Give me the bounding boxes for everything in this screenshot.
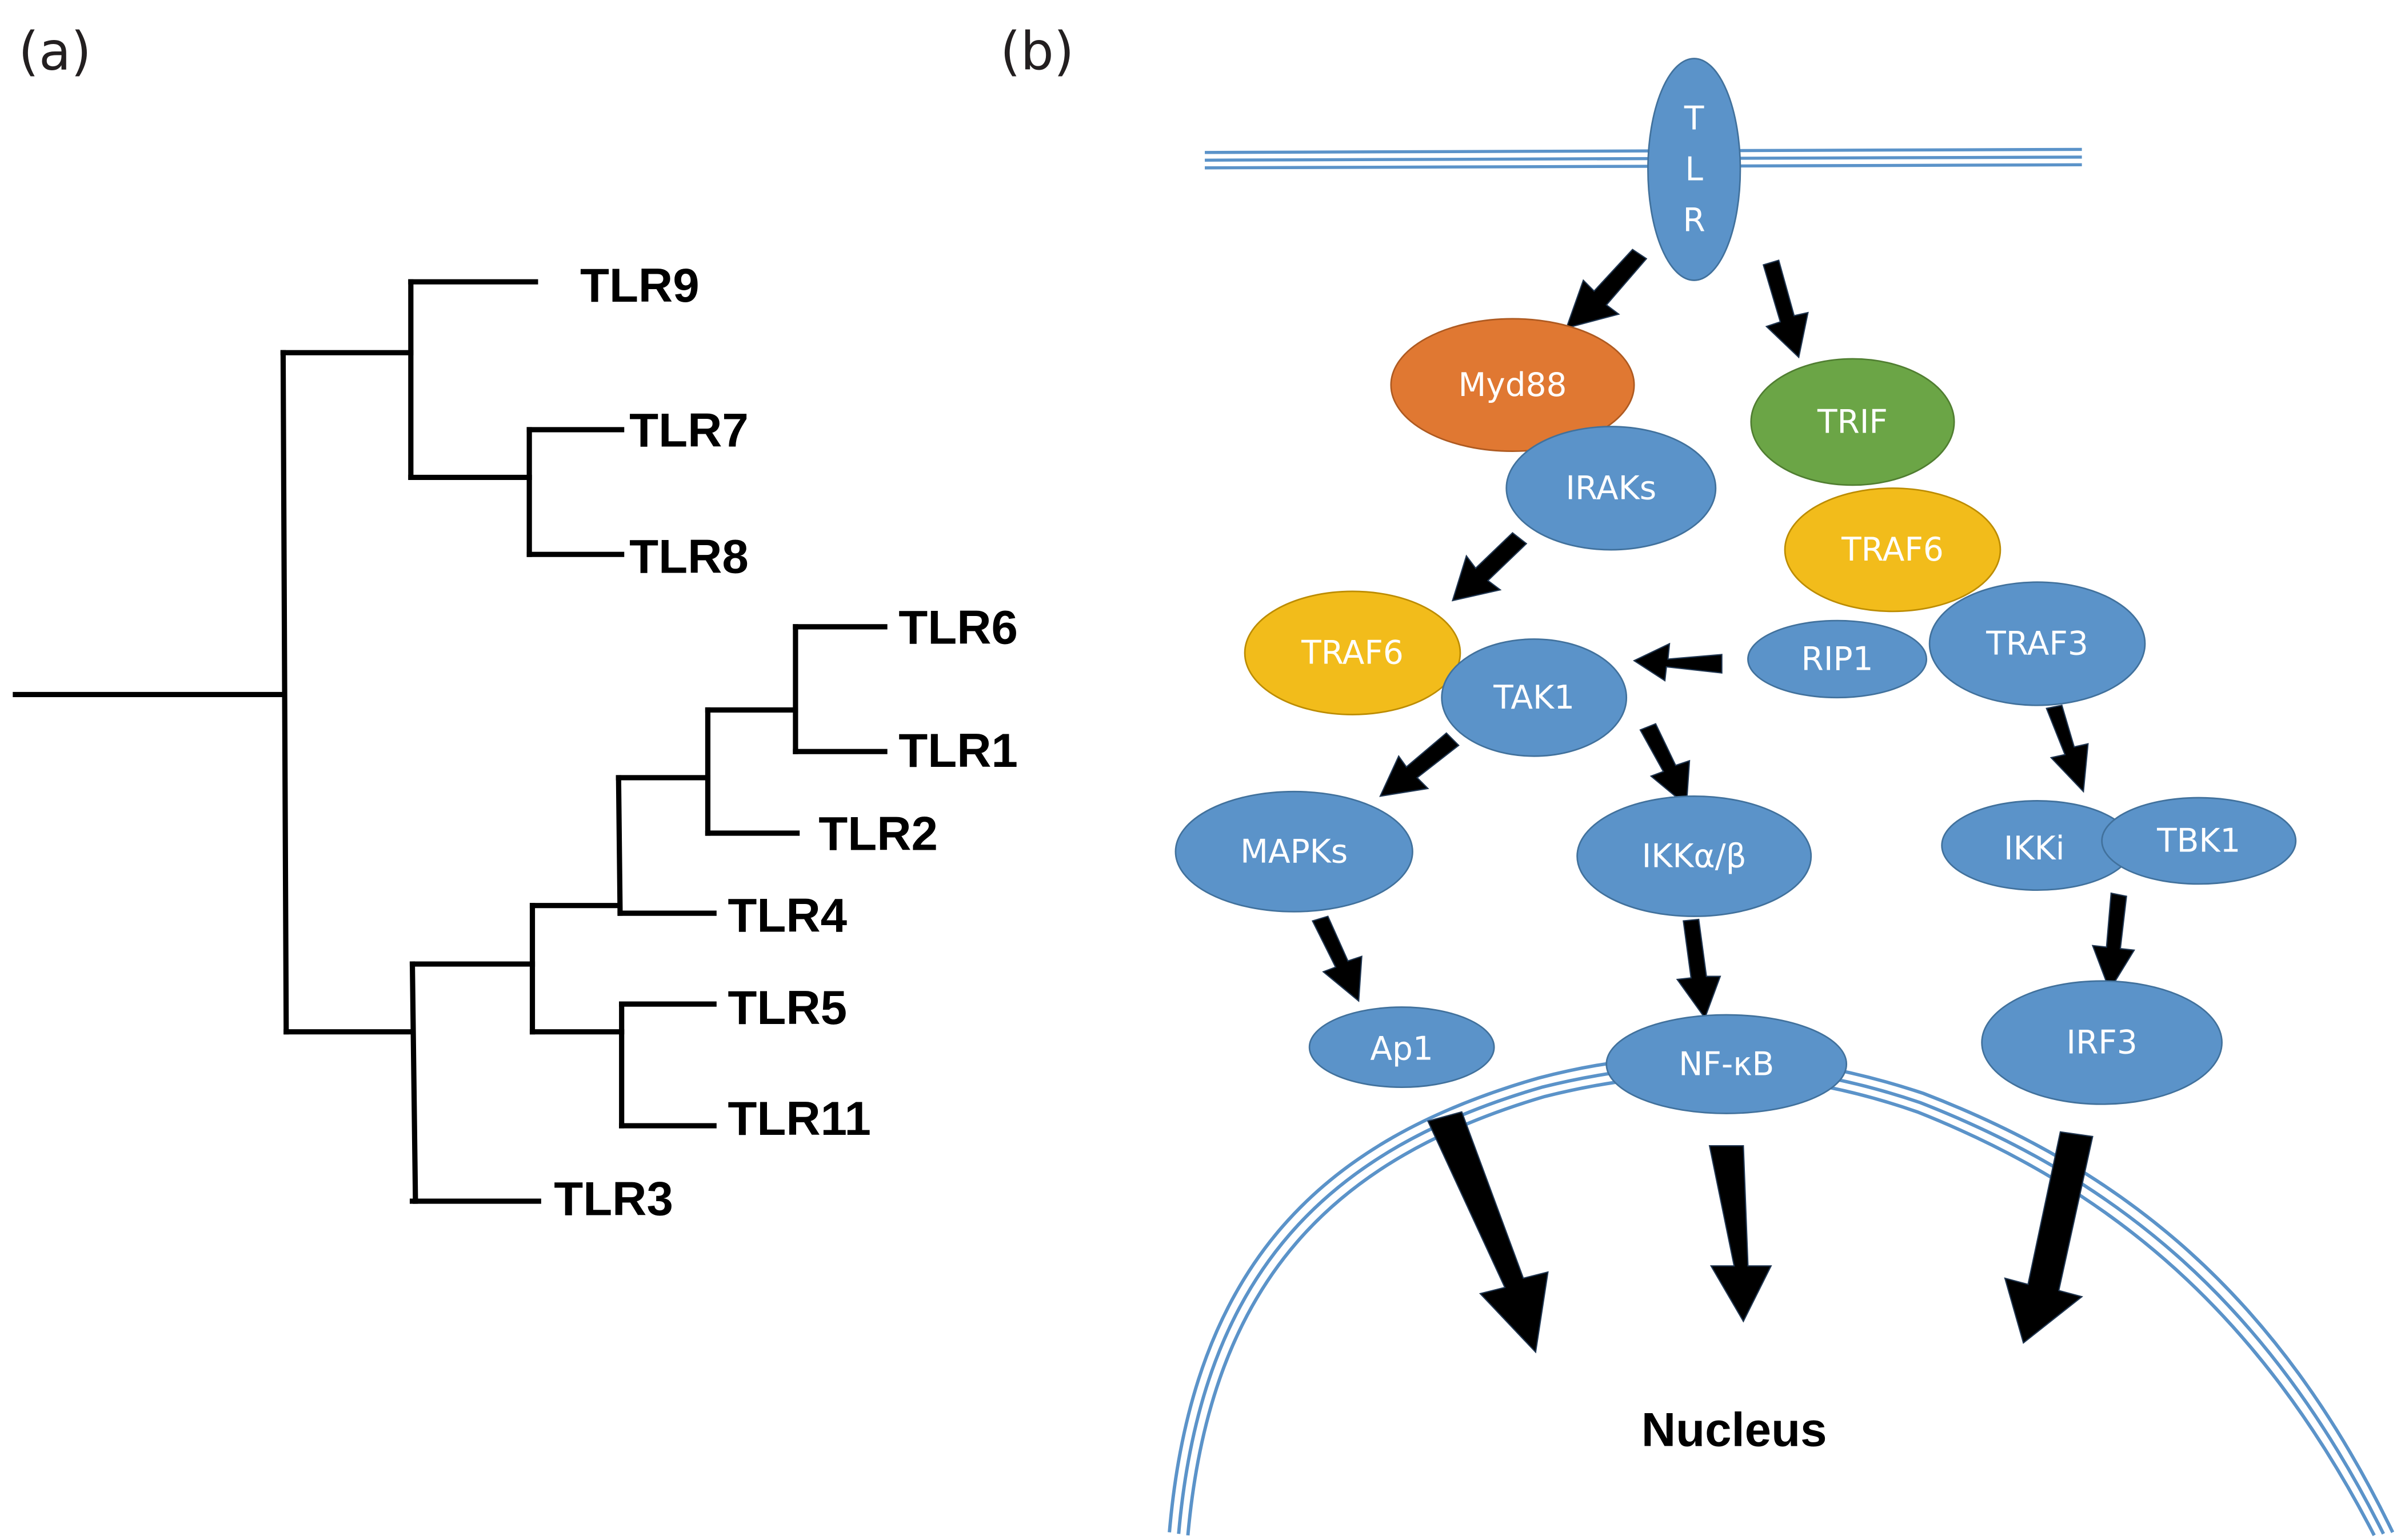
nuclear-envelope — [1168, 1054, 2395, 1537]
node-traf3: TRAF3 — [1928, 581, 2146, 706]
leaf-label-tlr2: TLR2 — [818, 807, 938, 861]
node-label: IRAKs — [1565, 469, 1656, 507]
leaf-label-tlr7: TLR7 — [629, 403, 749, 457]
node-trif: TRIF — [1750, 358, 1955, 486]
arrow-iraks-to-traf6 — [1451, 532, 1528, 602]
leaf-label-tlr8: TLR8 — [629, 530, 749, 583]
arrow-rip1-to-tak1 — [1632, 642, 1723, 682]
node-label: RIP1 — [1801, 640, 1873, 678]
tlr-letter-l: L — [1685, 150, 1703, 188]
node-ap1: Ap1 — [1308, 1006, 1495, 1089]
arrows — [1311, 249, 2135, 1354]
node-label: NF-κB — [1679, 1045, 1774, 1083]
arrow-tak1-to-mapks — [1379, 732, 1460, 797]
node-label: IKKi — [2004, 830, 2065, 867]
node-myd88: Myd88 — [1390, 318, 1635, 452]
leaf-label-tlr6: TLR6 — [898, 600, 1018, 654]
leaf-label-tlr11: TLR11 — [728, 1091, 870, 1145]
arrow-tbk1-to-irf3 — [2091, 892, 2135, 992]
nucleus-label: Nucleus — [1641, 1403, 1827, 1457]
node-tlr: T L R — [1647, 58, 1741, 281]
arrow-traf3-to-ikki — [2046, 705, 2089, 793]
node-ikk-alpha-beta: IKKα/β — [1576, 795, 1812, 917]
node-label: TBK1 — [2156, 822, 2240, 859]
leaf-label-tlr9: TLR9 — [580, 258, 700, 312]
panel-label-a: (a) — [18, 21, 91, 82]
node-traf6-myd88-branch: TRAF6 — [1244, 590, 1461, 715]
tree-branch — [280, 350, 289, 1035]
tlr-letter-t: T — [1684, 99, 1704, 137]
node-label: Ap1 — [1370, 1030, 1433, 1067]
node-label: TRAF6 — [1301, 634, 1404, 672]
node-rip1: RIP1 — [1747, 619, 1928, 699]
node-label: TAK1 — [1493, 679, 1575, 717]
tlr-letter-r: R — [1683, 201, 1705, 239]
signaling-pathway: T L R Myd88 TRIF IRAKs TRAF6 TRAF6 RIP1 — [1168, 58, 2395, 1537]
node-label: MAPKs — [1240, 833, 1348, 870]
phylogenetic-tree: TLR9 TLR7 TLR8 TLR6 TLR1 TLR2 TLR4 TLR5 … — [13, 258, 1018, 1225]
leaf-label-tlr3: TLR3 — [554, 1171, 673, 1225]
arrow-irf3-to-nucleus — [2004, 1131, 2094, 1344]
node-label: TRAF3 — [1985, 625, 2088, 662]
arrow-ap1-to-nucleus — [1427, 1111, 1549, 1354]
node-mapks: MAPKs — [1174, 790, 1413, 913]
node-label: IKKα/β — [1642, 837, 1747, 875]
node-iraks: IRAKs — [1505, 426, 1717, 551]
node-nf-kappa-b: NF-κB — [1605, 1014, 1848, 1114]
node-label: IRF3 — [2066, 1023, 2137, 1061]
arrow-tlr-to-myd88 — [1565, 249, 1648, 329]
plasma-membrane — [1205, 147, 2082, 170]
arrow-tak1-to-ikkab — [1639, 723, 1691, 807]
node-tak1: TAK1 — [1441, 638, 1628, 757]
node-traf6-trif-branch: TRAF6 — [1784, 487, 2001, 613]
leaf-label-tlr5: TLR5 — [728, 981, 847, 1034]
node-label: TRAF6 — [1841, 531, 1944, 569]
node-tbk1: TBK1 — [2101, 797, 2297, 885]
tree-branch — [409, 961, 418, 1204]
node-label: Myd88 — [1458, 366, 1567, 404]
node-ikki: IKKi — [1941, 800, 2134, 891]
tree-branch — [616, 775, 623, 916]
arrow-nfkb-to-nucleus — [1708, 1145, 1772, 1323]
panel-label-b: (b) — [1000, 21, 1074, 82]
arrow-ikkab-to-nfkb — [1676, 918, 1721, 1019]
node-irf3: IRF3 — [1981, 980, 2223, 1105]
arrow-tlr-to-trif — [1762, 259, 1809, 359]
node-label: TRIF — [1817, 403, 1888, 441]
leaf-label-tlr1: TLR1 — [898, 723, 1018, 777]
leaf-label-tlr4: TLR4 — [728, 888, 847, 942]
arrow-mapks-to-ap1 — [1311, 915, 1363, 1002]
